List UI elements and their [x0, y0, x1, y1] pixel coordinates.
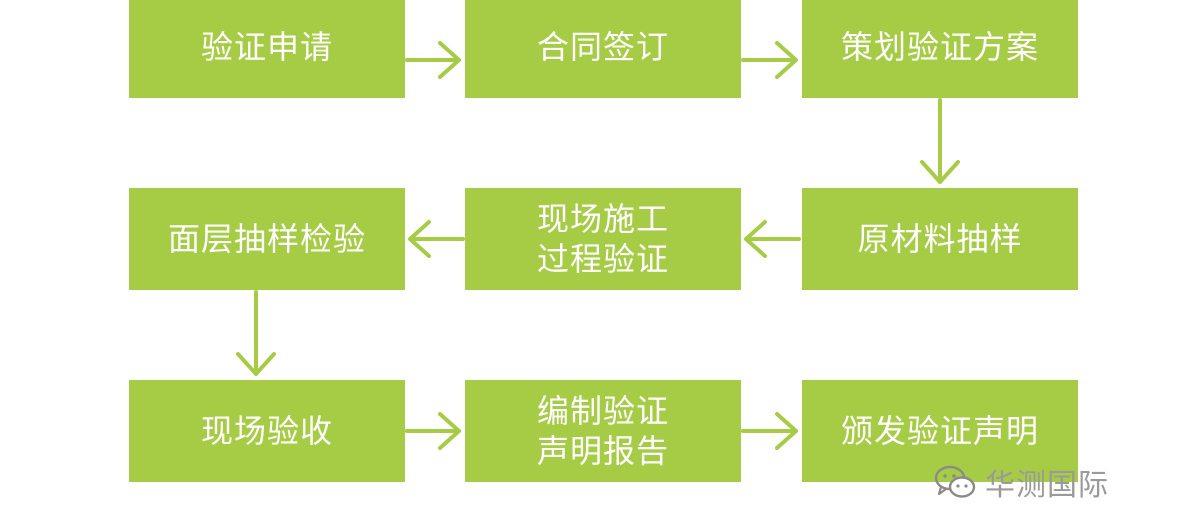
arrow-right-1: [405, 41, 461, 79]
step-onsite-acceptance: 现场验收: [129, 380, 405, 482]
step-raw-material-sampling: 原材料抽样: [802, 188, 1078, 290]
arrow-right-3: [405, 412, 461, 450]
step-surface-sampling-inspection: 面层抽样检验: [129, 188, 405, 290]
step-onsite-process-verification: 现场施工 过程验证: [465, 188, 741, 290]
step-verification-application: 验证申请: [129, 0, 405, 98]
step-label-line1: 现场施工: [536, 200, 669, 238]
step-label: 面层抽样检验: [167, 220, 366, 258]
arrow-left-1: [744, 220, 801, 258]
arrow-right-2: [741, 41, 798, 79]
step-label: 现场验收: [200, 412, 333, 450]
step-issue-verification-statement: 颁发验证声明: [802, 380, 1078, 482]
step-plan-verification-scheme: 策划验证方案: [802, 0, 1078, 98]
step-label-line1: 编制验证: [536, 392, 669, 430]
arrow-left-2: [408, 220, 465, 258]
step-label-line2: 过程验证: [536, 240, 669, 278]
step-contract-signing: 合同签订: [465, 0, 741, 98]
arrow-down-1: [920, 98, 960, 184]
step-label: 合同签订: [536, 28, 669, 66]
step-label: 原材料抽样: [857, 220, 1023, 258]
arrow-down-2: [236, 290, 276, 376]
step-label: 验证申请: [200, 28, 333, 66]
watermark: 华测国际: [933, 460, 1109, 504]
step-label-line2: 声明报告: [536, 432, 669, 470]
step-label: 颁发验证声明: [840, 412, 1039, 450]
step-compile-verification-report: 编制验证 声明报告: [465, 380, 741, 482]
wechat-icon: [934, 465, 976, 498]
step-label: 策划验证方案: [840, 28, 1039, 66]
arrow-right-4: [741, 412, 798, 450]
watermark-text: 华测国际: [985, 468, 1109, 503]
